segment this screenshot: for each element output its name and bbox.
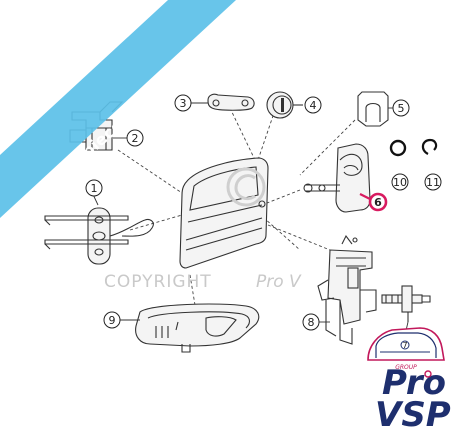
callout-label-3: 3 (180, 97, 187, 110)
callout-label-8: 8 (308, 316, 315, 329)
logo-group-text: GROUP (395, 364, 417, 371)
callout-circle-2 (126, 129, 144, 147)
callout-label-2: 2 (132, 132, 139, 145)
callout-label-9: 9 (109, 314, 116, 327)
logo-vsp-text: VSP (375, 395, 451, 435)
leader-line-part-8 (267, 224, 331, 251)
copyright-watermark: COPYRIGHT Pro V (104, 272, 302, 292)
part-3-lock-plate (207, 93, 255, 111)
callout-circle-3 (174, 94, 192, 112)
leader-line-part-1 (129, 214, 183, 231)
copyright-brand: Pro V (256, 272, 302, 292)
callout-label-6: 6 (374, 196, 382, 209)
part-8-lock-mechanism (317, 234, 377, 345)
banner-ribbon (0, 0, 236, 218)
callout-label-11: 11 (426, 176, 440, 189)
part-9-inner-handle (135, 303, 260, 353)
callout-circle-6 (368, 192, 388, 212)
callout-circle-5 (392, 99, 410, 117)
callout-circle-8 (302, 313, 320, 331)
callout-label-10: 10 (393, 176, 407, 189)
leader-line-part-3 (229, 107, 256, 161)
part-6-outer-handle (303, 143, 371, 213)
striker-bolt (381, 285, 431, 322)
car-windshield-icon (375, 332, 437, 358)
leader-line-part-2 (117, 149, 186, 196)
callout-circle-10 (391, 173, 409, 191)
callout-circle-9 (103, 311, 121, 329)
callout-circle-1 (85, 179, 103, 197)
logo-registered-dot (424, 370, 432, 378)
part-1-door-check (44, 207, 154, 265)
part-11-circlip (421, 138, 438, 155)
leader-line-part-6 (261, 189, 301, 206)
door-panel (179, 157, 269, 269)
callout-label-1: 1 (91, 182, 98, 195)
leader-line-part-4 (257, 109, 276, 161)
part-10-o-ring (389, 139, 407, 157)
callout-label-4: 4 (310, 99, 317, 112)
callout-circle-11 (424, 173, 442, 191)
callout-circle-4 (304, 96, 322, 114)
leader-line-door-lock (254, 209, 301, 251)
leader-line-part-5 (299, 119, 356, 176)
part-5-clip (357, 91, 389, 127)
logo-pro-text: Pro (382, 363, 446, 403)
copyright-label: COPYRIGHT (104, 272, 212, 292)
part-4-lock-cylinder (266, 91, 303, 119)
dashed-leader-lines (117, 107, 356, 306)
callout-label-7: 7 (402, 341, 407, 350)
provsp-logo: 7 GROUP Pro VSP (367, 327, 451, 435)
callout-label-5: 5 (398, 102, 405, 115)
